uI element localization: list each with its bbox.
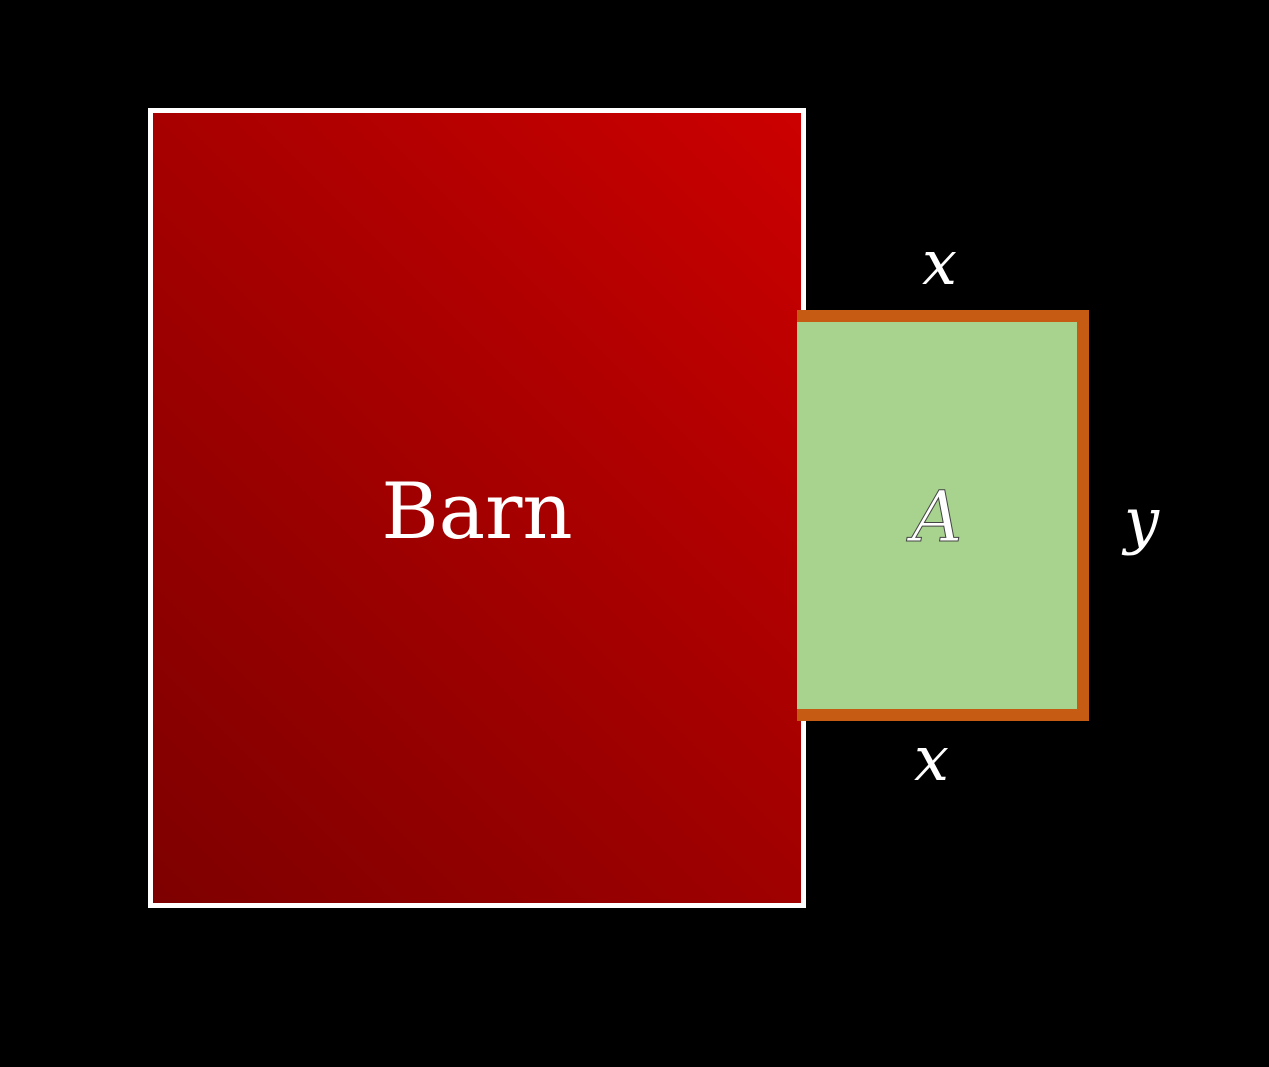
bottom-side-label: x <box>914 722 949 795</box>
area-label: A <box>911 476 963 558</box>
top-side-label: x <box>922 226 957 299</box>
barn-label: Barn <box>381 467 573 557</box>
barn-rectangle: Barn <box>148 108 806 908</box>
right-side-label: y <box>1124 484 1160 557</box>
fenced-area-rectangle: A <box>797 310 1089 721</box>
